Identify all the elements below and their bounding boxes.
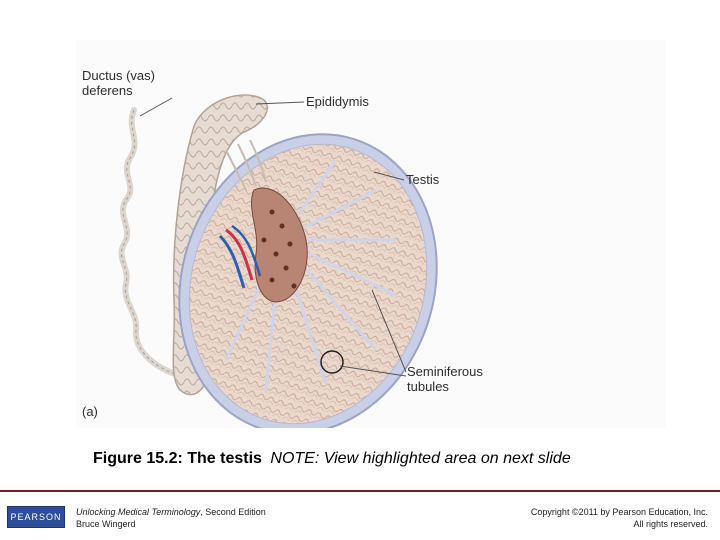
ductus-deferens bbox=[121, 110, 182, 376]
caption-title: Figure 15.2: The testis bbox=[93, 450, 262, 467]
testis-illustration: Ductus (vas) deferens Epididymis Testis … bbox=[76, 40, 666, 428]
label-seminiferous-tubules: Seminiferous tubules bbox=[407, 364, 517, 394]
copyright-text: Copyright ©2011 by Pearson Education, In… bbox=[531, 506, 708, 518]
logo-text: PEARSON bbox=[8, 507, 64, 527]
label-ductus-deferens: Ductus (vas) deferens bbox=[82, 68, 172, 98]
footer-book-line: Unlocking Medical Terminology, Second Ed… bbox=[76, 506, 266, 518]
label-seminiferous-line1: Seminiferous bbox=[407, 364, 517, 379]
footer-rule bbox=[0, 490, 720, 492]
footer-book-info: Unlocking Medical Terminology, Second Ed… bbox=[76, 506, 266, 530]
panel-label: (a) bbox=[82, 404, 98, 419]
book-title: Unlocking Medical Terminology bbox=[76, 507, 200, 517]
testis-diagram bbox=[76, 40, 666, 428]
footer-copyright: Copyright ©2011 by Pearson Education, In… bbox=[531, 506, 708, 530]
pearson-logo: PEARSON bbox=[7, 506, 65, 528]
label-seminiferous-line2: tubules bbox=[407, 379, 517, 394]
label-ductus-line2: deferens bbox=[82, 83, 172, 98]
label-ductus-line1: Ductus (vas) bbox=[82, 68, 172, 83]
book-edition: , Second Edition bbox=[200, 507, 266, 517]
rights-text: All rights reserved. bbox=[531, 518, 708, 530]
caption-note: NOTE: View highlighted area on next slid… bbox=[270, 450, 570, 467]
book-author: Bruce Wingerd bbox=[76, 518, 266, 530]
label-testis: Testis bbox=[406, 172, 439, 187]
label-epididymis: Epididymis bbox=[306, 94, 369, 109]
figure-caption: Figure 15.2: The testis NOTE: View highl… bbox=[93, 450, 571, 468]
